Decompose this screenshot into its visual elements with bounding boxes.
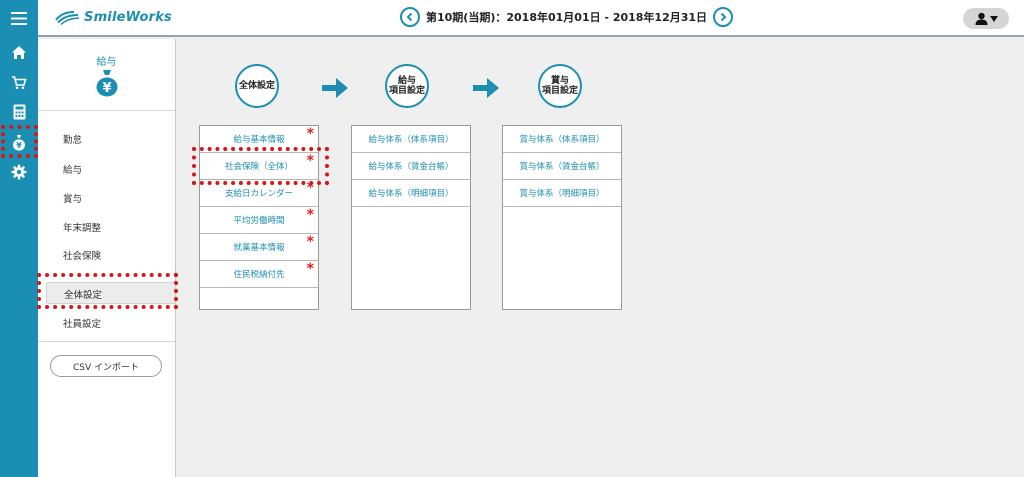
required-mark: * [306,207,314,223]
link-label: 就業基本情報 [233,243,285,253]
link-label: 支給日カレンダー [224,189,293,199]
csv-import-button[interactable]: CSV インポート [50,355,162,377]
menu-item-employee-settings[interactable]: 社員設定 [63,319,102,330]
arrow-right-icon [322,78,348,98]
link-salary-system-wage-ledger[interactable]: 給与体系（賃金台帳） [352,153,470,180]
link-salary-system-items[interactable]: 給与体系（体系項目） [352,126,470,153]
chevron-right-icon [720,12,727,22]
payroll-menu-panel: 給与 ¥ 勤怠 給与 賞与 年末調整 社会保険 全体設定 社員設定 CSV イン… [38,39,176,477]
highlight-social-insurance-general [192,147,329,185]
brand-name: SmileWorks [84,9,172,25]
step-label: 賞与 [550,75,569,86]
user-menu-button[interactable] [963,8,1009,29]
link-label: 給与体系（賃金台帳） [368,162,454,172]
user-icon [975,12,987,25]
link-average-working-hours[interactable]: 平均労働時間 * [200,207,318,234]
gear-icon[interactable] [0,158,38,186]
link-label: 給与基本情報 [233,135,285,145]
menu-item-year-end-adjustment[interactable]: 年末調整 [63,223,102,234]
general-settings-list: 給与基本情報 * 社会保険（全体） * 支給日カレンダー * 平均労働時間 * 就業基本… [199,125,319,310]
link-label: 住民税納付先 [233,270,285,280]
link-label: 平均労働時間 [233,216,285,226]
money-bag-icon: ¥ [96,70,118,97]
link-salary-basic-info[interactable]: 給与基本情報 * [200,126,318,153]
highlight-general-settings [37,273,178,309]
link-salary-system-statement-items[interactable]: 給与体系（明細項目） [352,180,470,207]
menu-item-attendance[interactable]: 勤怠 [63,135,83,146]
menu-item-bonus[interactable]: 賞与 [63,194,83,205]
highlight-payroll-icon [1,125,38,158]
home-icon[interactable] [0,38,38,66]
cart-icon[interactable] [0,68,38,96]
svg-text:¥: ¥ [16,141,22,150]
link-payday-calendar[interactable]: 支給日カレンダー * [200,180,318,207]
required-mark: * [306,261,314,277]
link-bonus-system-statement-items[interactable]: 賞与体系（明細項目） [503,180,621,207]
menu-divider [38,341,175,342]
link-employment-basic-info[interactable]: 就業基本情報 * [200,234,318,261]
step-bonus-item-settings: 賞与 項目設定 [538,64,582,108]
salary-items-list: 給与体系（体系項目） 給与体系（賃金台帳） 給与体系（明細項目） [351,125,471,310]
step-label: 全体設定 [238,80,275,91]
menu-item-salary[interactable]: 給与 [63,165,83,176]
link-bonus-system-wage-ledger[interactable]: 賞与体系（賃金台帳） [503,153,621,180]
link-resident-tax-payee[interactable]: 住民税納付先 * [200,261,318,288]
hamburger-icon[interactable] [0,4,38,32]
step-general-settings: 全体設定 [235,64,279,108]
fiscal-period-nav: 第10期(当期)：2018年01月01日 - 2018年12月31日 [400,7,734,27]
link-label: 社会保険（全体） [224,162,293,172]
link-label: 賞与体系（明細項目） [519,189,605,199]
link-label: 給与体系（体系項目） [368,135,454,145]
calculator-icon[interactable] [0,98,38,126]
bonus-items-list: 賞与体系（体系項目） 賞与体系（賃金台帳） 賞与体系（明細項目） [502,125,622,310]
link-social-insurance-general[interactable]: 社会保険（全体） * [200,153,318,180]
arrow-right-icon [473,78,499,98]
smileworks-logo-icon [55,11,80,25]
step-salary-item-settings: 給与 項目設定 [385,64,429,108]
link-label: 賞与体系（賃金台帳） [519,162,605,172]
step-label: 給与 [397,75,416,86]
chevron-left-icon [406,12,413,22]
brand-logo[interactable]: SmileWorks [54,9,172,25]
step-label: 項目設定 [541,86,578,96]
next-period-button[interactable] [713,7,734,27]
icon-rail: ¥ [0,0,38,477]
required-mark: * [306,126,314,142]
link-bonus-system-items[interactable]: 賞与体系（体系項目） [503,126,621,153]
caret-down-icon [989,15,998,22]
menu-title: 給与 [96,57,117,68]
top-bar: SmileWorks 第10期(当期)：2018年01月01日 - 2018年1… [38,0,1024,37]
svg-text:¥: ¥ [102,81,111,96]
menu-item-social-insurance[interactable]: 社会保険 [63,251,102,262]
prev-period-button[interactable] [400,7,420,27]
money-bag-icon[interactable]: ¥ [0,128,38,156]
required-mark: * [306,180,314,196]
required-mark: * [306,153,314,169]
required-mark: * [306,234,314,250]
step-label: 項目設定 [388,86,425,96]
link-label: 給与体系（明細項目） [368,189,454,199]
menu-header: 給与 ¥ [38,39,175,111]
fiscal-period-label: 第10期(当期)：2018年01月01日 - 2018年12月31日 [426,11,708,24]
link-label: 賞与体系（体系項目） [519,135,605,145]
